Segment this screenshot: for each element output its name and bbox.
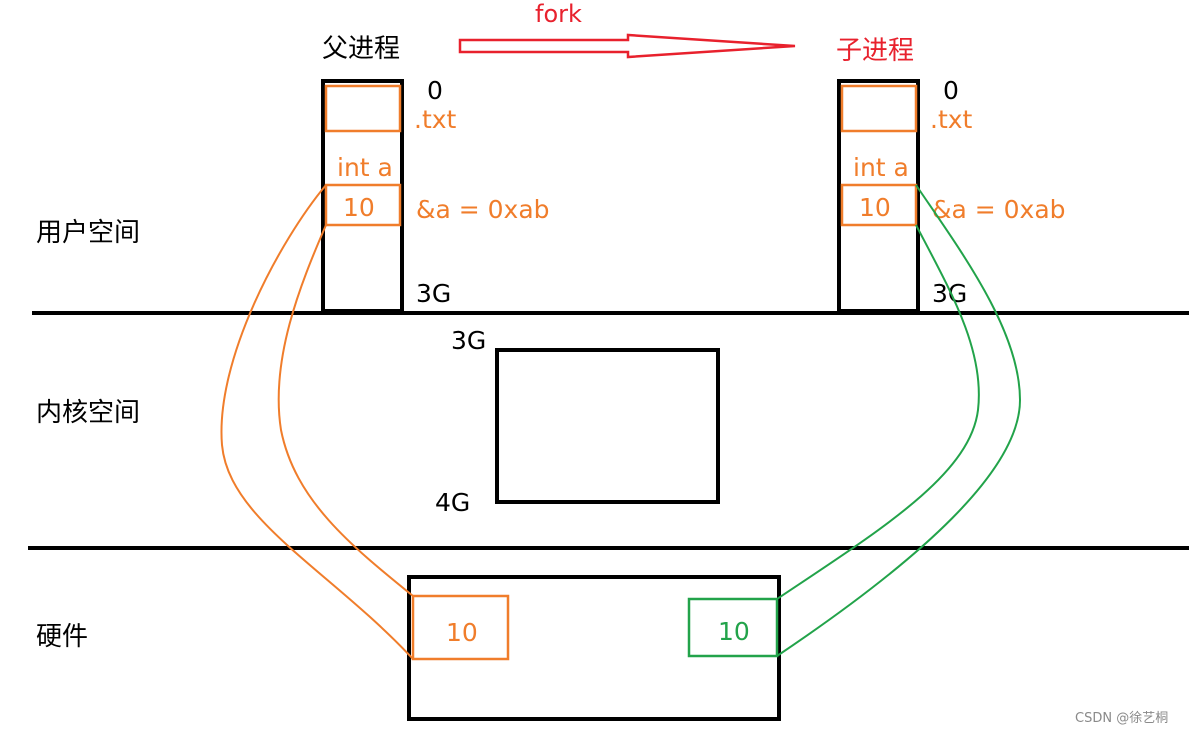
child-process-title: 子进程 [836,36,914,66]
hardware-child-cell [687,597,779,658]
user-space-label: 用户空间 [36,218,140,248]
parent-mapping-curve-outer [220,184,414,660]
hardware-parent-cell [411,594,510,661]
parent-process-title: 父进程 [322,34,400,64]
child-addr-top: 0 [943,76,959,105]
parent-process-box [321,79,404,313]
parent-file-cell [324,84,402,133]
parent-var-value: 10 [343,193,375,222]
child-address-label: &a = 0xab [932,195,1066,224]
child-var-name: int a [853,153,909,182]
child-file-cell [840,84,918,133]
parent-addr-top: 0 [427,76,443,105]
kernel-box [495,348,720,504]
parent-file-label: .txt [414,105,457,134]
hardware-parent-value: 10 [446,618,478,647]
kernel-addr-top: 3G [451,326,486,355]
child-addr-bottom: 3G [932,279,967,308]
child-mapping-curve-inner [776,224,980,600]
kernel-space-label: 内核空间 [36,398,140,428]
parent-var-name: int a [337,153,393,182]
child-var-value: 10 [859,193,891,222]
hardware-child-value: 10 [718,617,750,646]
parent-var-cell [324,183,402,227]
watermark: CSDN @徐艺桐 [1075,711,1168,726]
child-process-box [837,79,920,313]
child-file-label: .txt [930,105,973,134]
kernel-addr-bottom: 4G [435,488,470,517]
parent-address-label: &a = 0xab [416,195,550,224]
fork-arrow [458,33,796,59]
child-mapping-curve-outer [776,184,1022,657]
hardware-label: 硬件 [36,622,88,652]
fork-label: fork [535,0,582,28]
parent-addr-bottom: 3G [416,279,451,308]
hardware-box [407,575,781,721]
parent-mapping-curve-inner [277,224,414,597]
child-var-cell [840,183,918,227]
